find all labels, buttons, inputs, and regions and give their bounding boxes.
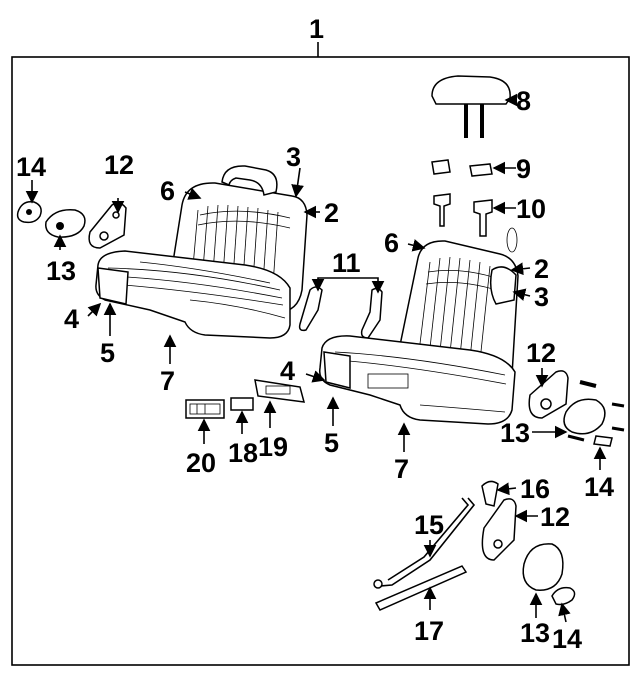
callout-19: 19 — [258, 432, 288, 462]
right-hinge-12 — [528, 370, 569, 419]
callout-2-right: 2 — [534, 254, 549, 284]
right-screws-14 — [567, 380, 625, 447]
callout-15: 15 — [414, 510, 444, 540]
callout-16: 16 — [520, 474, 550, 504]
left-knob-14 — [16, 200, 42, 224]
callout-8: 8 — [516, 86, 531, 116]
left-hinge-12 — [88, 202, 127, 249]
callout-3-left: 3 — [286, 142, 301, 172]
callout-7-left: 7 — [160, 366, 175, 396]
callout-5-right: 5 — [324, 428, 339, 458]
guide-10 — [433, 193, 493, 237]
diagram-frame — [11, 56, 630, 666]
callout-17: 17 — [414, 616, 444, 646]
callout-10: 10 — [516, 194, 546, 224]
switch-18 — [230, 397, 254, 411]
ring-part — [506, 227, 518, 253]
callout-12-lower: 12 — [540, 502, 570, 532]
callout-5-left: 5 — [100, 338, 115, 368]
lower-hinge-12 — [481, 498, 517, 561]
callout-14-right: 14 — [584, 472, 614, 502]
callout-12-right: 12 — [526, 338, 556, 368]
left-seat — [95, 165, 308, 339]
bezel-19 — [254, 379, 306, 403]
callout-20: 20 — [186, 448, 216, 478]
callout-7-right: 7 — [394, 454, 409, 484]
callout-6-right: 6 — [384, 228, 399, 258]
callout-13-right: 13 — [500, 418, 530, 448]
callout-13-left: 13 — [46, 256, 76, 286]
leader-lines — [25, 93, 607, 623]
switch-20 — [185, 399, 225, 419]
lower-knob-14 — [551, 586, 576, 606]
headrest-8 — [431, 75, 511, 138]
callout-12-left: 12 — [104, 150, 134, 180]
callout-numbers: 1 3 2 6 12 14 13 4 5 7 11 20 18 19 4 5 7… — [16, 14, 614, 654]
lever-16 — [481, 480, 499, 507]
cable-15 — [373, 497, 476, 589]
lower-cover-13 — [522, 543, 564, 591]
callout-4-left: 4 — [64, 304, 79, 334]
callout-6-left: 6 — [160, 176, 175, 206]
callout-2-left: 2 — [324, 198, 339, 228]
callout-4-right: 4 — [280, 356, 295, 386]
callout-11: 11 — [332, 248, 361, 278]
right-cover-13 — [563, 398, 606, 435]
callout-3-right: 3 — [534, 282, 549, 312]
callout-9: 9 — [516, 154, 531, 184]
callout-18: 18 — [228, 438, 258, 468]
callout-1: 1 — [309, 14, 324, 44]
callout-13-lower: 13 — [520, 618, 550, 648]
bracket-11 — [298, 286, 383, 339]
right-seat — [318, 240, 519, 425]
callout-14-left: 14 — [16, 152, 46, 182]
callout-14-lower: 14 — [552, 624, 582, 654]
guide-9 — [431, 159, 493, 177]
track-17 — [374, 565, 468, 611]
left-cover-13 — [45, 209, 86, 238]
